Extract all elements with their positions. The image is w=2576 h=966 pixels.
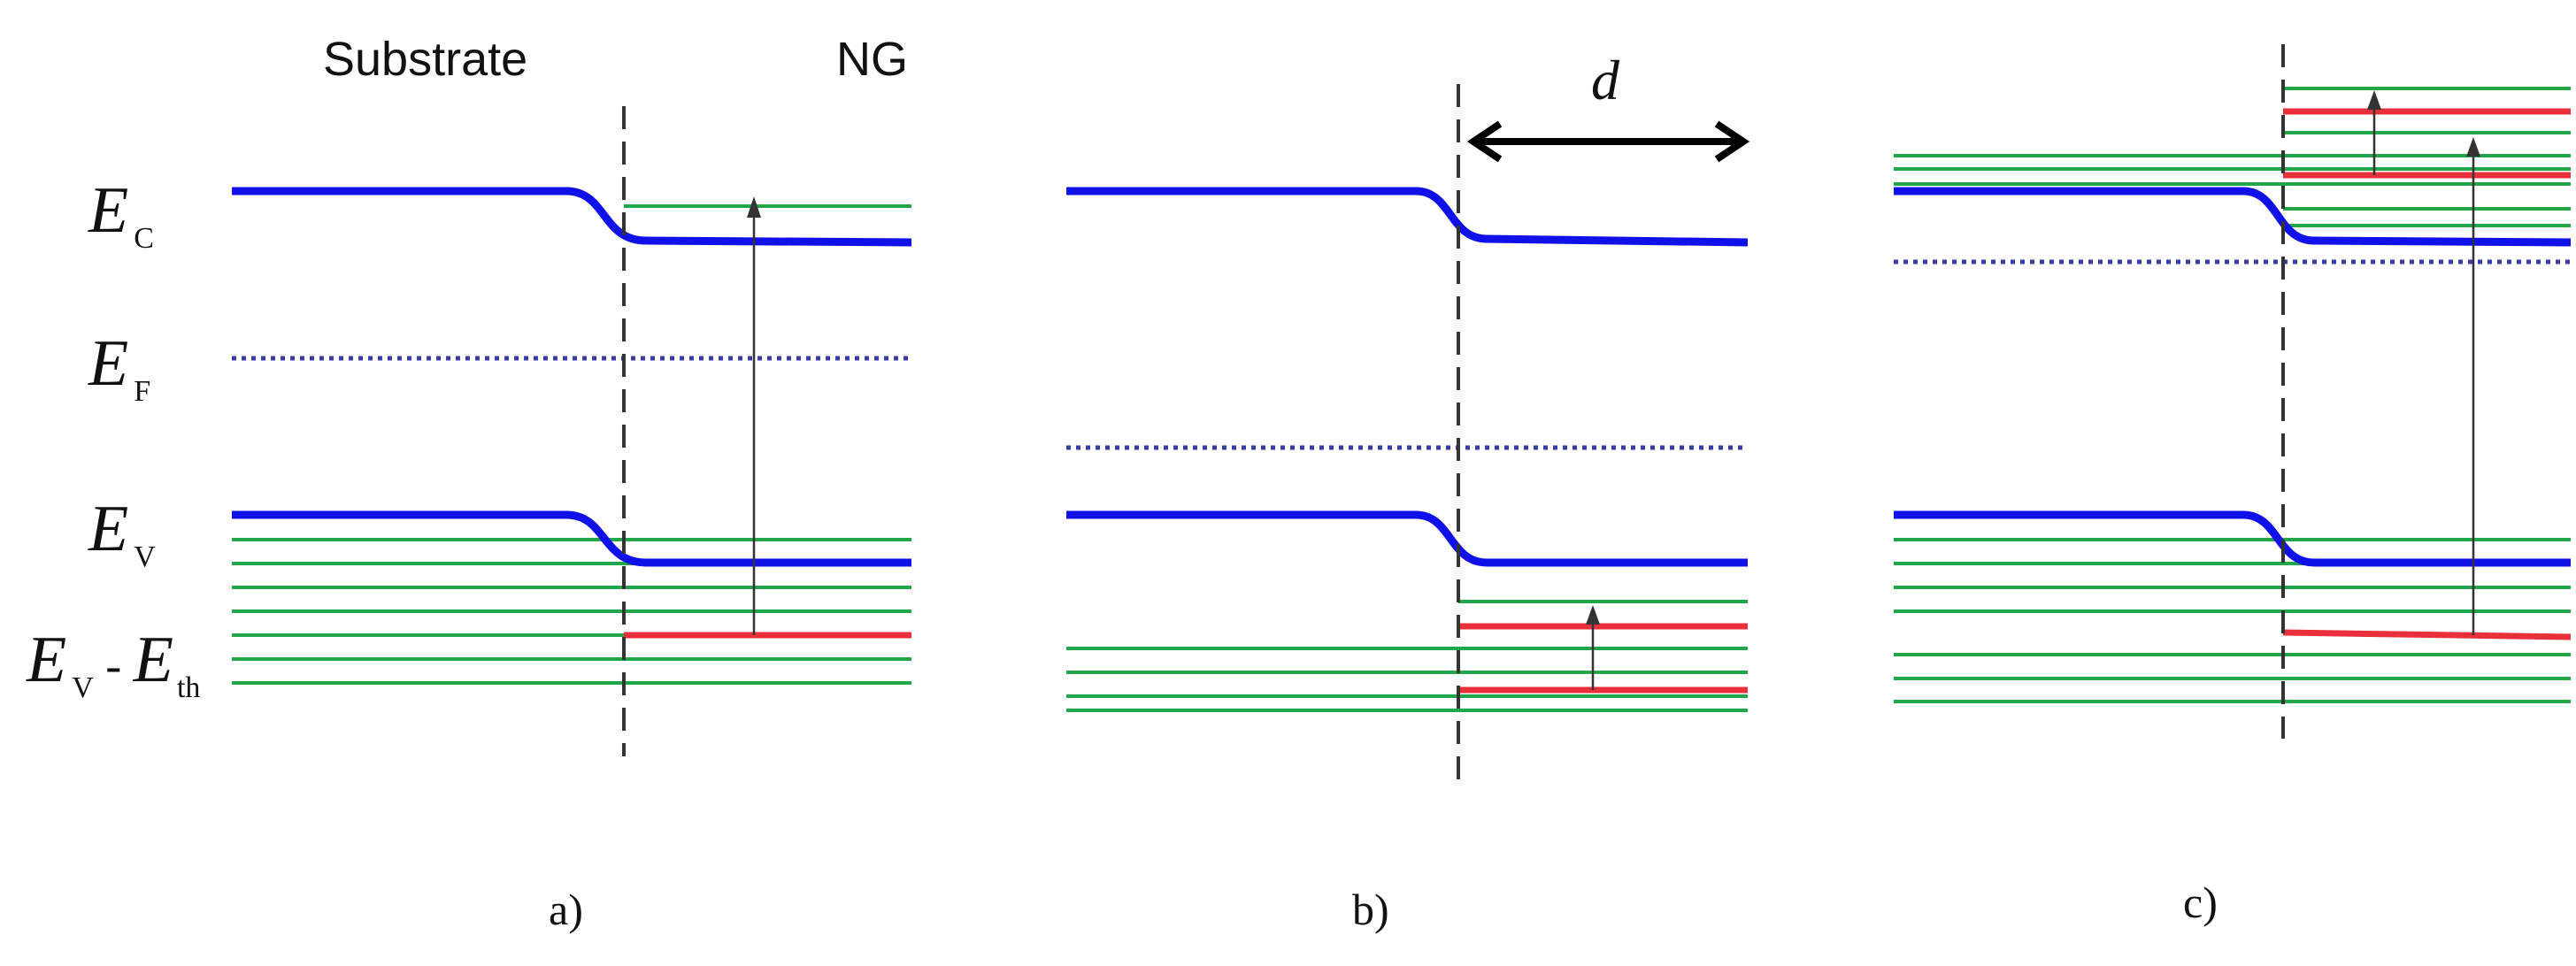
d-arrowhead-right bbox=[1714, 120, 1750, 163]
red-level-c-bottom bbox=[2282, 629, 2572, 640]
conduction-band-edge-c bbox=[1894, 187, 2572, 247]
valence-levels-b bbox=[1066, 600, 1748, 712]
d-arrowhead-left bbox=[1466, 120, 1503, 163]
conduction-band-edge-b bbox=[1066, 187, 1749, 247]
arrowhead-b bbox=[1586, 605, 1600, 625]
valence-band-edge-a bbox=[232, 510, 911, 567]
arrowhead-a bbox=[747, 196, 761, 218]
valence-band-edge-b bbox=[1066, 510, 1748, 567]
caption-c: c) bbox=[2183, 878, 2218, 927]
substrate-label: Substrate bbox=[323, 33, 527, 86]
valence-levels-a bbox=[232, 538, 911, 685]
caption-a: a) bbox=[549, 885, 583, 934]
arrowhead-c-large bbox=[2466, 137, 2480, 157]
ng-label: NG bbox=[836, 33, 908, 86]
caption-b: b) bbox=[1352, 885, 1389, 934]
conduction-levels-c bbox=[1894, 87, 2571, 227]
panel-b: d b) bbox=[1066, 49, 1750, 934]
d-label: d bbox=[1591, 49, 1620, 111]
panel-c: c) bbox=[1894, 44, 2572, 927]
valence-band-edge-c bbox=[1894, 510, 2571, 567]
conduction-band-edge-a bbox=[232, 187, 912, 247]
arrowhead-c-small bbox=[2367, 90, 2381, 110]
